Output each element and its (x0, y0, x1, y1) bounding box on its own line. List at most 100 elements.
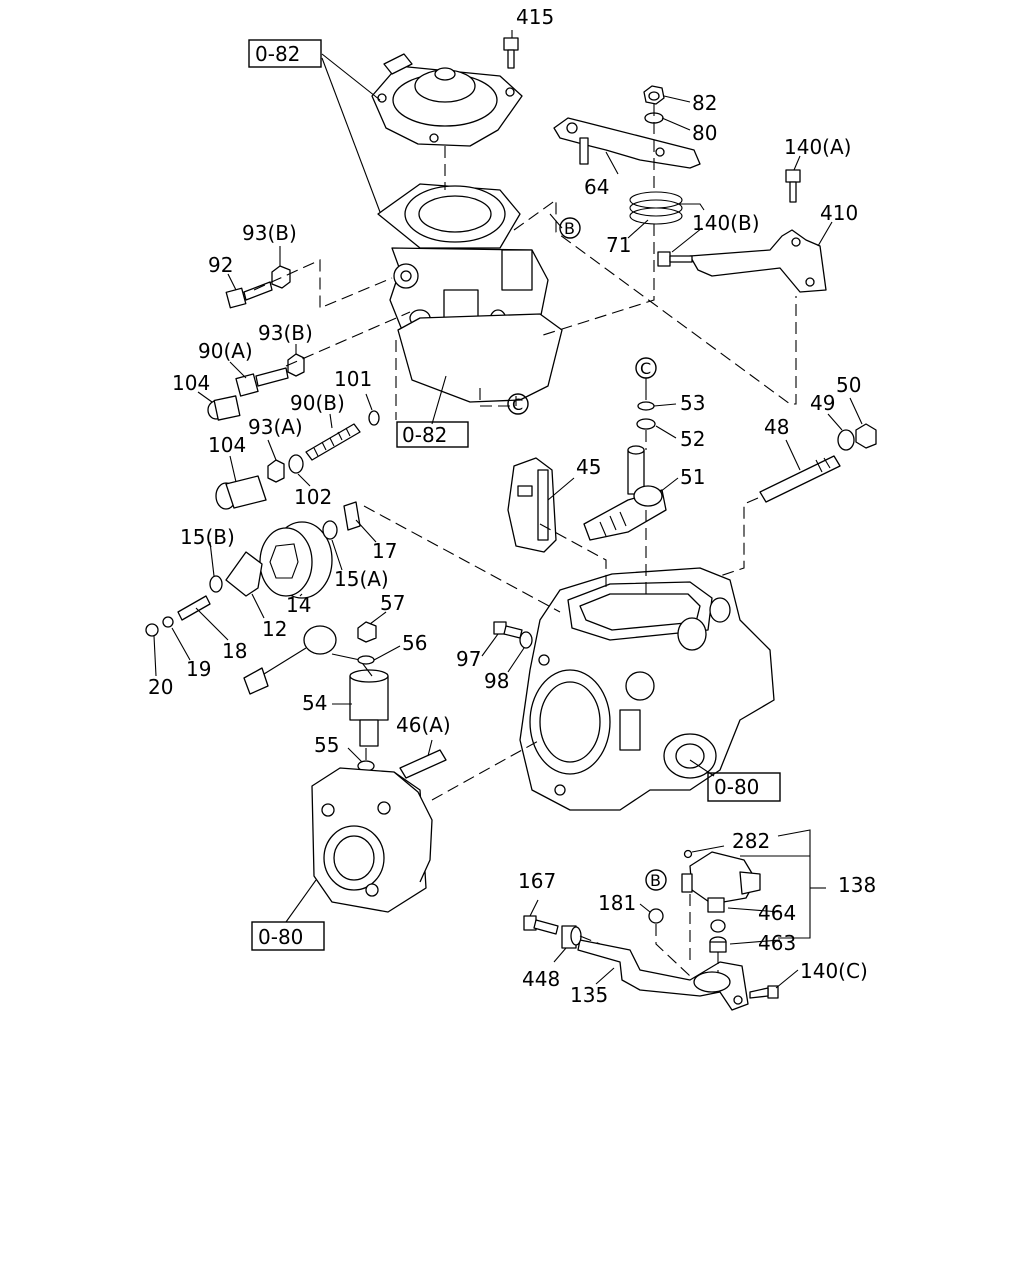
bolt-92 (225, 281, 273, 309)
label-52: 52 (680, 427, 705, 451)
label-50: 50 (836, 373, 861, 397)
label-17: 17 (372, 539, 397, 563)
sensor-54 (243, 625, 389, 747)
bracket-135 (577, 939, 749, 1011)
washer-15a (322, 520, 338, 540)
washer-98 (519, 631, 533, 649)
washer-49 (837, 429, 855, 451)
ball-20 (145, 623, 159, 637)
bolt-140b (657, 251, 693, 267)
label-93b-lower: 93(B) (258, 321, 313, 345)
label-51: 51 (680, 465, 705, 489)
label-104-lower: 104 (208, 433, 246, 457)
label-104-upper: 104 (172, 371, 210, 395)
label-56: 56 (402, 631, 427, 655)
cap-104-lower (215, 475, 267, 510)
weight-12 (225, 551, 263, 597)
gasket (397, 313, 563, 403)
nut-82 (643, 85, 665, 105)
label-14: 14 (286, 593, 311, 617)
bolt-167 (523, 915, 559, 935)
label-80: 80 (692, 121, 717, 145)
label-ref-082-top: 0-82 (255, 42, 300, 66)
oring-53 (637, 401, 655, 411)
label-ref-c-top: C (640, 359, 651, 378)
label-49: 49 (810, 391, 835, 415)
label-140a: 140(A) (784, 135, 851, 159)
label-181: 181 (598, 891, 636, 915)
label-ref-080-right: 0-80 (714, 775, 759, 799)
label-135: 135 (570, 983, 608, 1007)
label-282: 282 (732, 829, 770, 853)
label-53: 53 (680, 391, 705, 415)
label-92: 92 (208, 253, 233, 277)
sensor-138 (681, 851, 761, 913)
label-464: 464 (758, 901, 796, 925)
pin-18 (177, 595, 211, 621)
label-57: 57 (380, 591, 405, 615)
label-97: 97 (456, 647, 481, 671)
ref-box-082-bottom (396, 421, 469, 448)
label-71: 71 (606, 233, 631, 257)
ref-box-080-right (707, 772, 781, 802)
bolt-140a (785, 169, 801, 203)
part-labels: 415 0-82 82 80 140(A) 64 B 410 93(B) 140… (148, 5, 876, 1007)
label-140c: 140(C) (800, 959, 868, 983)
label-48: 48 (764, 415, 789, 439)
screw-282 (683, 849, 693, 859)
label-54: 54 (302, 691, 327, 715)
washer-464 (710, 919, 726, 933)
label-410: 410 (820, 201, 858, 225)
spring-19 (162, 616, 174, 628)
label-ref-b-top: B (564, 219, 575, 238)
top-cover (371, 53, 523, 147)
label-ref-082-bottom: 0-82 (402, 423, 447, 447)
label-90b: 90(B) (290, 391, 345, 415)
label-82: 82 (692, 91, 717, 115)
label-45: 45 (576, 455, 601, 479)
fitting-463 (709, 936, 727, 953)
ref-box-080-left (251, 921, 325, 951)
washer-56 (357, 655, 375, 665)
label-90a: 90(A) (198, 339, 253, 363)
assembly-axes (253, 104, 797, 977)
ref-circle-c-top (635, 357, 657, 379)
spacer-181 (648, 908, 664, 924)
oring-101 (368, 410, 380, 426)
label-167: 167 (518, 869, 556, 893)
label-93a: 93(A) (248, 415, 303, 439)
nut-93b-upper (271, 265, 291, 289)
bolt-140c (749, 985, 779, 999)
label-98: 98 (484, 669, 509, 693)
label-415: 415 (516, 5, 554, 29)
washer-102 (288, 454, 304, 474)
pump-body (519, 567, 775, 811)
front-flange (311, 767, 433, 913)
ref-circle-b-top (559, 217, 581, 239)
nut-93a (267, 459, 285, 483)
label-15b: 15(B) (180, 525, 235, 549)
label-101: 101 (334, 367, 372, 391)
label-ref-b-bottom: B (650, 871, 661, 890)
ref-circle-c-bottom (507, 393, 529, 415)
label-448: 448 (522, 967, 560, 991)
bracket-45 (507, 457, 557, 553)
spring-71 (629, 191, 705, 225)
washer-52 (636, 418, 656, 430)
lever-64 (553, 117, 701, 169)
stud-46a (399, 749, 447, 779)
gear-14 (259, 521, 333, 599)
label-463: 463 (758, 931, 796, 955)
label-64: 64 (584, 175, 609, 199)
label-ref-080-left: 0-80 (258, 925, 303, 949)
label-12: 12 (262, 617, 287, 641)
bolt-90a (235, 367, 289, 397)
ref-box-082-top (248, 39, 322, 68)
collar-448 (561, 925, 582, 949)
label-ref-c-bottom: C (512, 395, 523, 414)
solenoid-51 (583, 445, 667, 541)
nut-57 (357, 621, 377, 643)
label-55: 55 (314, 733, 339, 757)
label-20: 20 (148, 675, 173, 699)
